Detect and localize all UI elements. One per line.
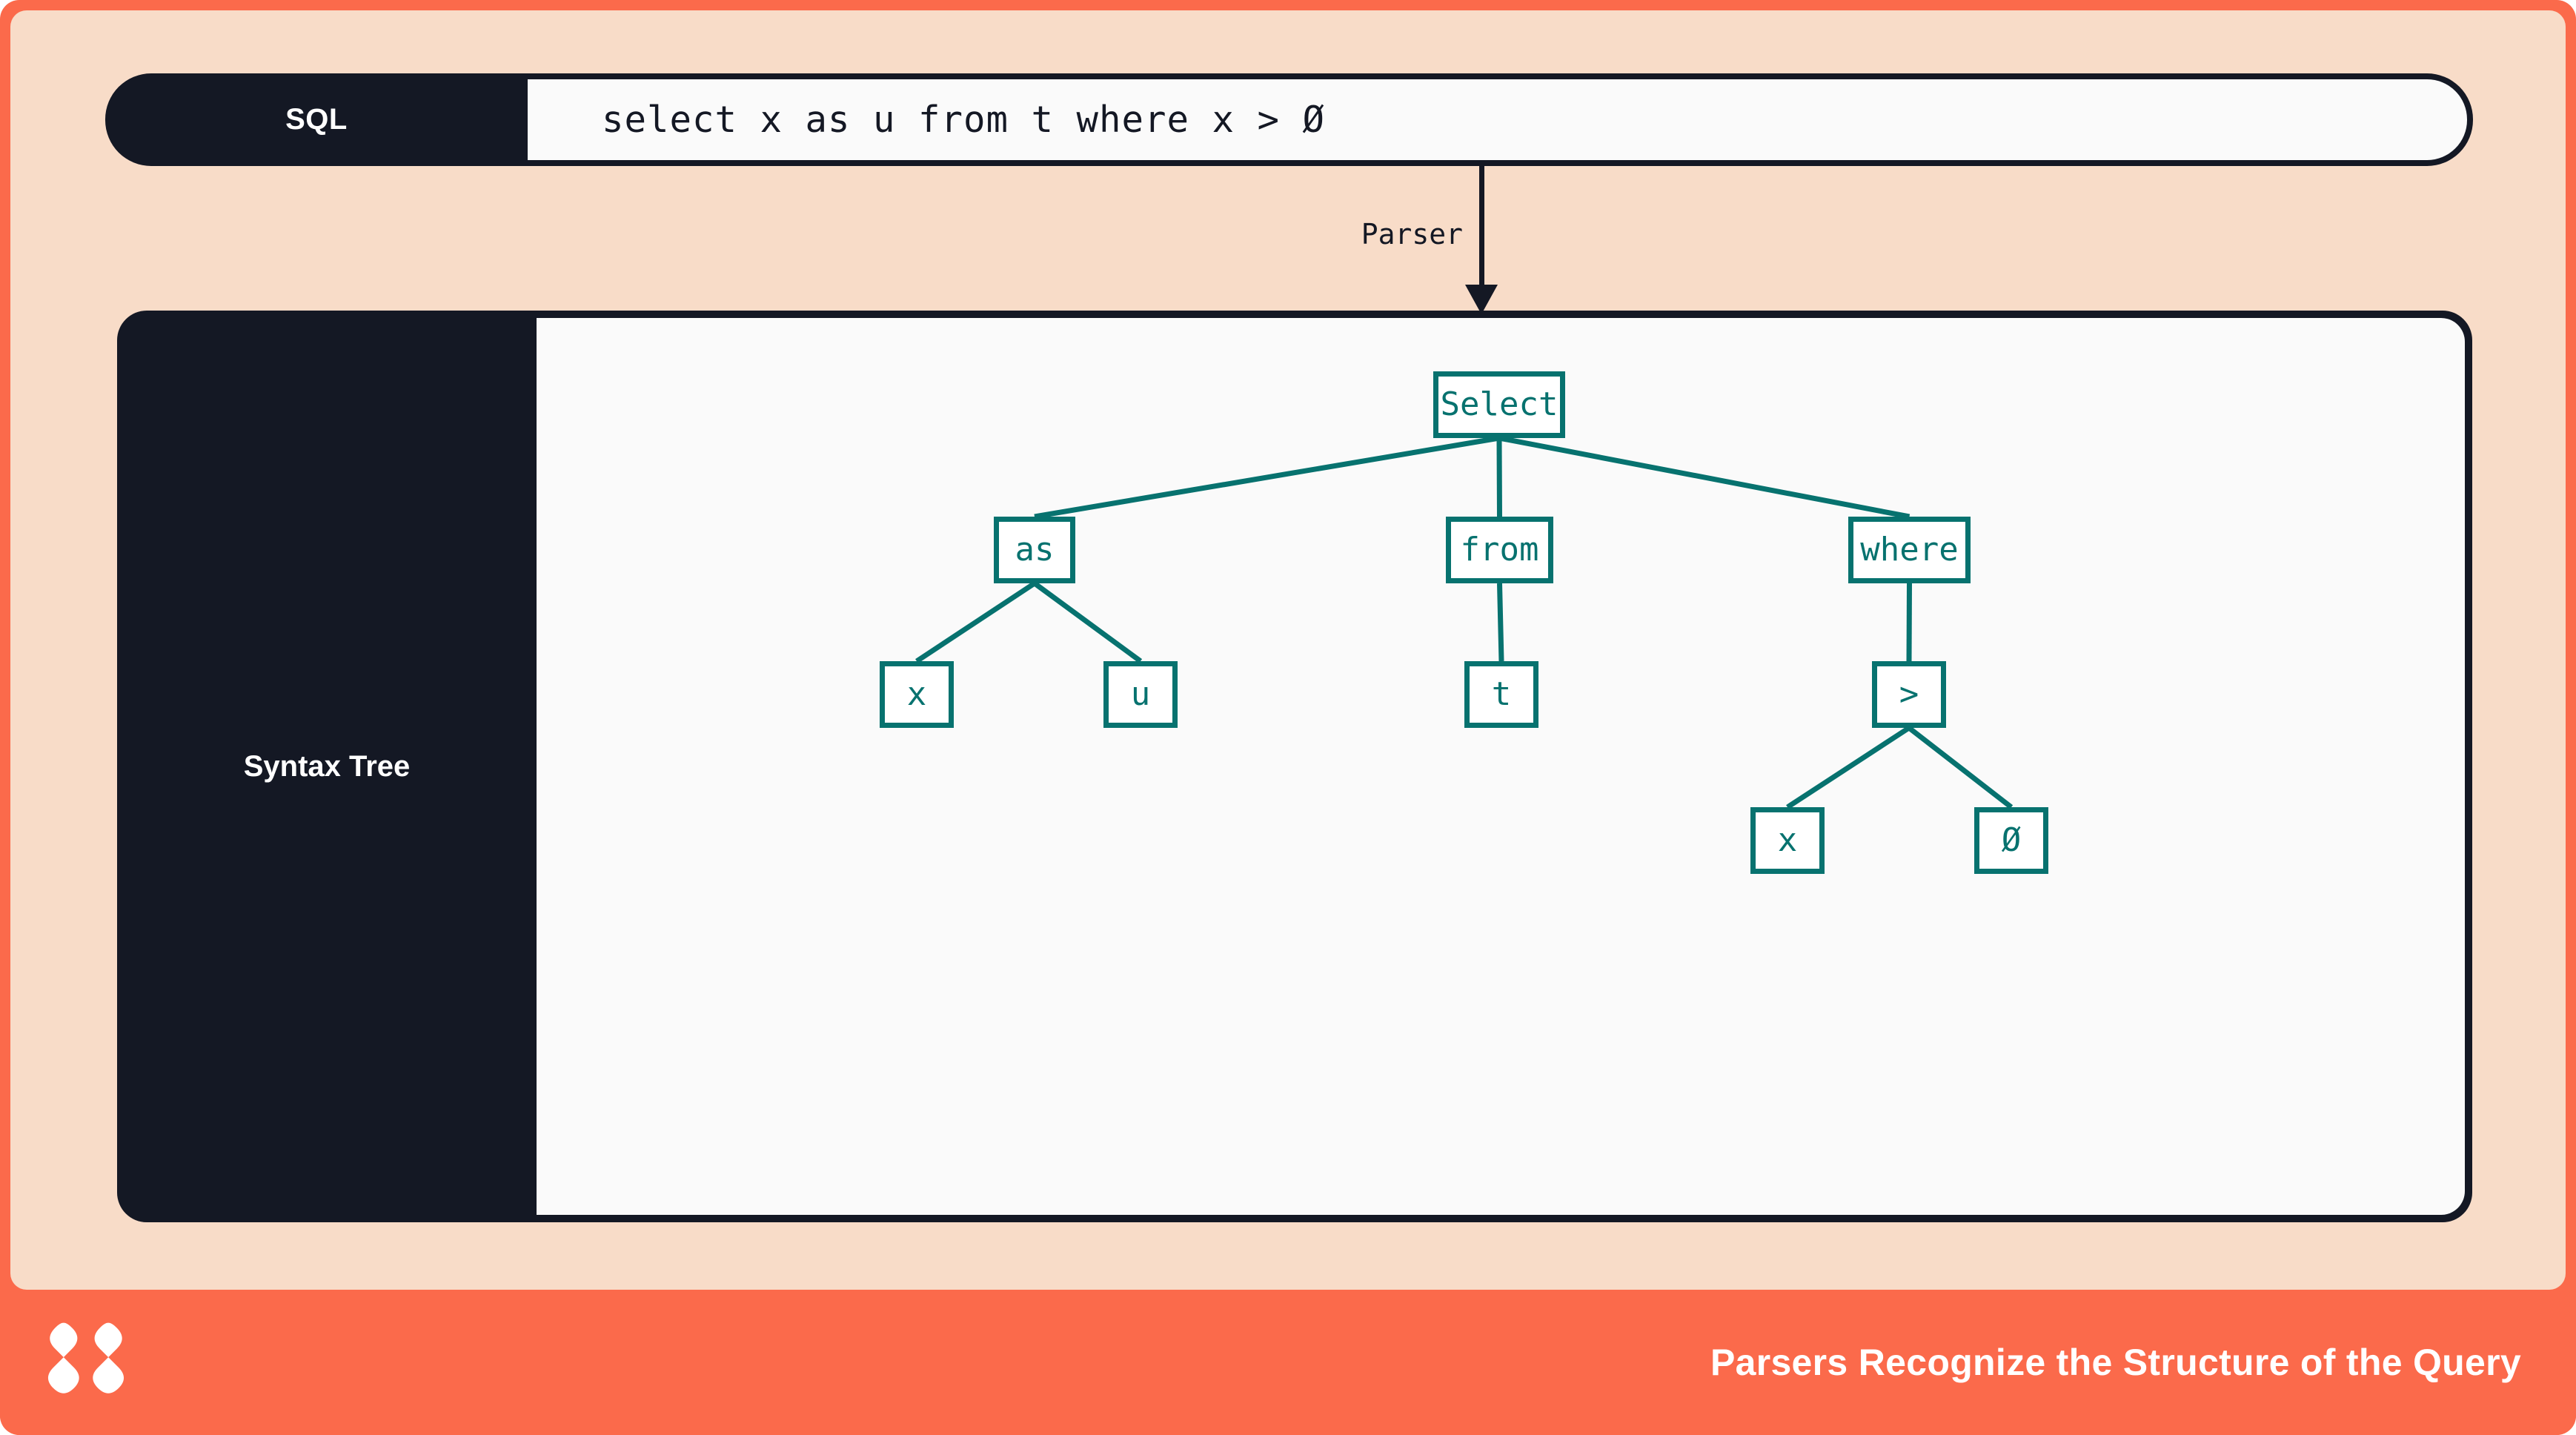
tree-edge (1497, 583, 1504, 662)
tree-node-label: as (1015, 531, 1055, 569)
tree-node-select[interactable]: Select (1433, 371, 1565, 438)
tree-node-label: u (1130, 675, 1151, 713)
tree-edges-svg (915, 435, 2014, 809)
tree-node-from[interactable]: from (1446, 517, 1553, 583)
parser-transform-arrow: Parser (1361, 166, 1663, 314)
tree-node-t[interactable]: t (1464, 661, 1538, 728)
tree-node-gt[interactable]: > (1872, 661, 1946, 728)
tree-node-label: x (1777, 821, 1798, 859)
tree-node-as[interactable]: as (994, 517, 1075, 583)
footer-bar: Parsers Recognize the Structure of the Q… (0, 1290, 2576, 1435)
tree-node-x2[interactable]: x (1750, 807, 1825, 874)
tree-node-label: x (906, 675, 927, 713)
content-stage: SQL select x as u from t where x > Ø Par… (10, 10, 2566, 1290)
footer-tagline: Parsers Recognize the Structure of the Q… (1710, 1342, 2521, 1383)
tree-edge (1032, 581, 1143, 663)
tree-node-label: from (1460, 531, 1539, 569)
parser-label: Parser (1361, 218, 1463, 251)
tree-node-label: t (1491, 675, 1512, 713)
sql-query-text: select x as u from t where x > Ø (602, 99, 1326, 141)
tree-edge (1907, 726, 2014, 809)
tree-edge (1498, 435, 1911, 520)
sql-label: SQL (285, 103, 348, 136)
sql-query-field[interactable]: select x as u from t where x > Ø (528, 79, 2467, 160)
tree-edge (915, 581, 1036, 663)
tree-node-label: Select (1440, 385, 1558, 423)
tree-edge (1496, 437, 1502, 517)
tree-node-zero[interactable]: Ø (1974, 807, 2048, 874)
tree-node-where[interactable]: where (1848, 517, 1971, 583)
butterfly-x-logo-icon (47, 1322, 125, 1393)
arrow-head-down-icon (1465, 285, 1498, 314)
tree-edge (1906, 583, 1912, 662)
tree-node-label: Ø (2001, 821, 2022, 859)
tree-node-x1[interactable]: x (880, 661, 954, 728)
syntax-tree-label: Syntax Tree (243, 749, 411, 783)
tree-node-label: where (1860, 531, 1959, 569)
arrow-shaft-icon (1479, 166, 1484, 291)
tree-edge (1034, 435, 1500, 520)
tree-node-u[interactable]: u (1103, 661, 1178, 728)
tree-node-label: > (1899, 675, 1919, 713)
sql-input-row: SQL select x as u from t where x > Ø (105, 73, 2473, 166)
tree-edge (1786, 726, 1911, 809)
